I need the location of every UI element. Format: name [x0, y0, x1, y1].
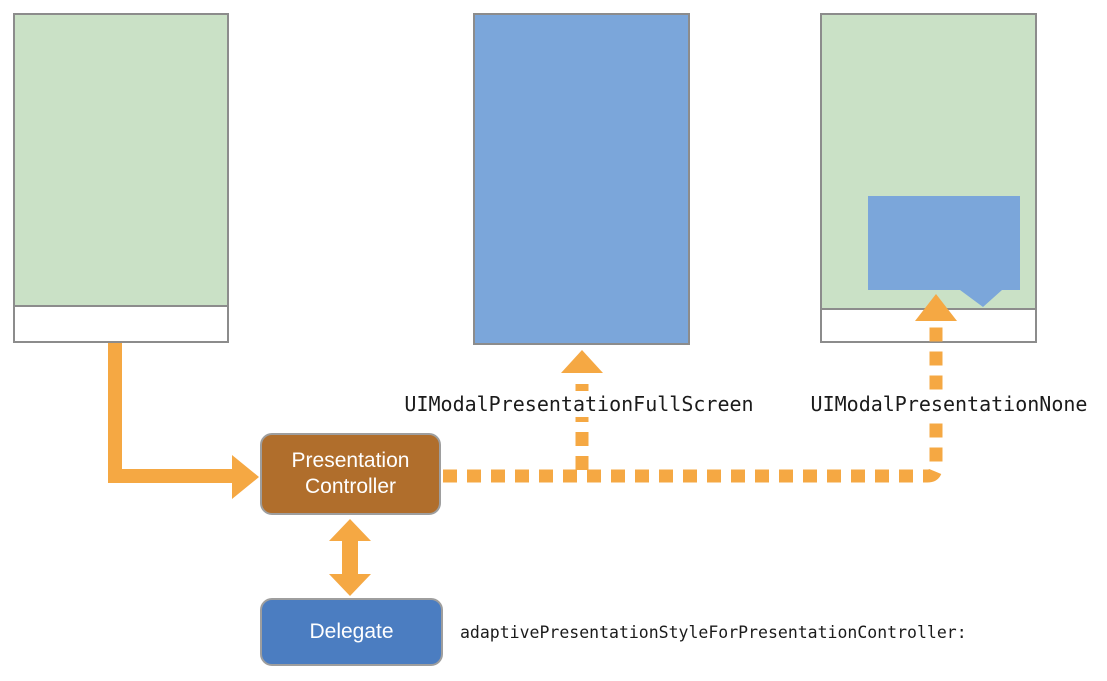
source-view-rect: [13, 13, 229, 343]
popover-view-rect: [820, 13, 1037, 343]
fullscreen-arrowhead-icon: [561, 350, 603, 373]
fullscreen-view-screen: [475, 15, 688, 343]
label-uimodalpresentationfullscreen: UIModalPresentationFullScreen: [401, 391, 757, 417]
label-uimodalpresentationnone: UIModalPresentationNone: [807, 391, 1091, 417]
presentation-controller-label-line1: Presentation: [291, 449, 410, 473]
presentation-controller-node: Presentation Controller: [260, 433, 441, 515]
delegate-node: Delegate: [260, 598, 443, 666]
source-to-controller-arrow: [108, 343, 259, 499]
fullscreen-view-rect: [473, 13, 690, 345]
label-adaptive-presentation-method: adaptivePresentationStyleForPresentation…: [457, 622, 970, 643]
presentation-controller-label-line2: Controller: [304, 475, 397, 498]
source-view-screen: [15, 15, 227, 307]
popover-view-screen: [822, 15, 1035, 310]
delegate-label: Delegate: [309, 620, 394, 644]
controller-delegate-arrow: [329, 519, 371, 596]
